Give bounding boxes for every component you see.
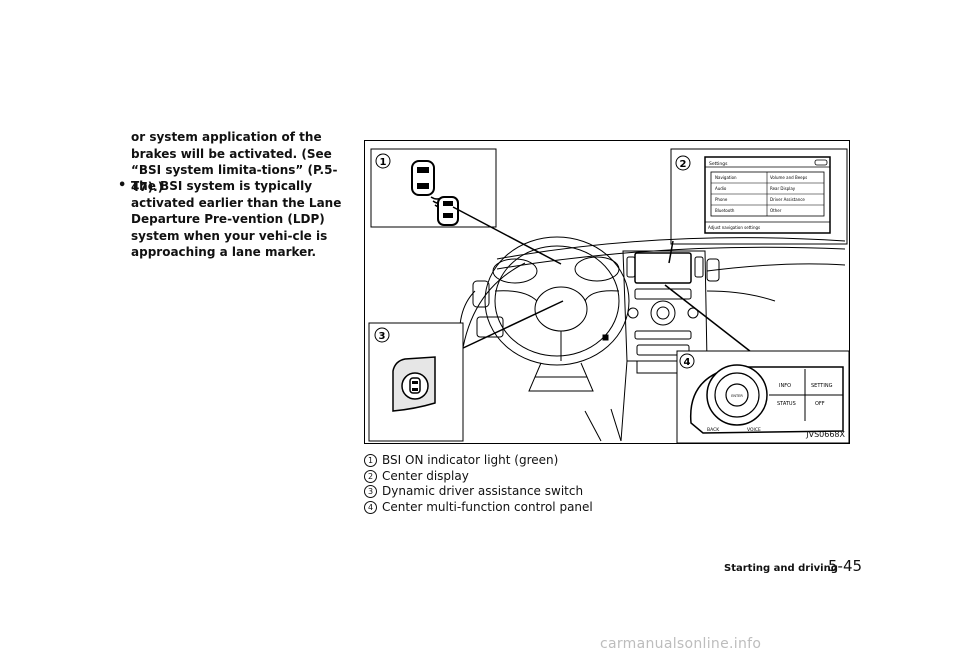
marker-4-circle xyxy=(679,353,695,369)
control-status-label: STATUS xyxy=(777,401,796,407)
settings-item-volume: Volume and Beeps xyxy=(770,175,807,180)
marker-4-text: 4 xyxy=(684,357,691,368)
watermark: carmanualsonline.info xyxy=(600,636,762,652)
control-enter-label: ENTER xyxy=(731,394,743,398)
bullet-paragraph: • The BSI system is typically activated … xyxy=(118,178,353,261)
paragraph-continuation: or system application of the brakes will… xyxy=(131,130,338,194)
callout-number: 4 xyxy=(364,500,377,514)
figure-illustration: 1 2 Settings Navigation xyxy=(364,140,850,444)
marker-3-circle xyxy=(374,327,390,343)
callout-number: 3 xyxy=(364,485,377,498)
leader-line-4 xyxy=(664,284,756,356)
callout-item: 1 BSI ON indicator light (green) xyxy=(364,453,593,469)
dynamic-driver-assistance-switch-icon xyxy=(392,356,436,412)
settings-item-driver-assistance: Driver Assistance xyxy=(770,197,805,202)
callout-number: 2 xyxy=(364,469,377,483)
bullet-glyph: • xyxy=(118,178,127,193)
control-back-label: BACK xyxy=(707,427,720,433)
settings-item-rear-display: Rear Display xyxy=(770,186,796,191)
callout-label: Dynamic driver assistance switch xyxy=(382,484,584,498)
callout-item: 4 Center multi-function control panel xyxy=(364,500,593,516)
settings-title: Settings xyxy=(709,161,728,167)
control-panel-illustration: ENTER INFO SETTING STATUS OFF BACK VOICE xyxy=(689,364,844,434)
callout-number: 1 xyxy=(364,454,377,467)
settings-item-other: Other xyxy=(770,208,782,213)
control-setting-label: SETTING xyxy=(811,383,833,389)
marker-3-text: 3 xyxy=(379,331,386,342)
leader-line-2 xyxy=(668,240,674,264)
settings-item-phone: Phone xyxy=(715,197,728,202)
control-off-label: OFF xyxy=(815,401,825,407)
settings-screen: Settings Navigation Volume and Beeps Aud… xyxy=(704,156,831,234)
marker-1-circle xyxy=(375,153,391,169)
leader-line-3 xyxy=(460,300,564,350)
callout-label: Center multi-function control panel xyxy=(382,499,593,514)
callout-label: BSI ON indicator light (green) xyxy=(382,453,559,467)
settings-item-bluetooth: Bluetooth xyxy=(715,208,735,213)
settings-item-navigation: Navigation xyxy=(715,175,737,180)
control-info-label: INFO xyxy=(779,383,791,389)
bsi-indicator-icon xyxy=(411,160,459,226)
bullet-text: The BSI system is typically activated ea… xyxy=(131,179,342,259)
callout-item: 2 Center display xyxy=(364,469,593,485)
marker-2-circle xyxy=(675,155,691,171)
settings-item-audio: Audio xyxy=(715,186,727,191)
settings-footer: Adjust navigation settings xyxy=(708,225,760,230)
section-footer: Starting and driving xyxy=(724,563,838,574)
marker-2-text: 2 xyxy=(680,159,687,170)
callout-label: Center display xyxy=(382,468,469,483)
figure-code: JVS0668X xyxy=(806,430,845,439)
control-voice-label: VOICE xyxy=(747,427,761,433)
dashboard-illustration: 1 2 Settings Navigation xyxy=(368,148,850,444)
leader-line-1 xyxy=(452,206,562,265)
page-number: 5-45 xyxy=(828,557,863,575)
callout-item: 3 Dynamic driver assistance switch xyxy=(364,484,593,500)
marker-1-text: 1 xyxy=(380,157,387,168)
